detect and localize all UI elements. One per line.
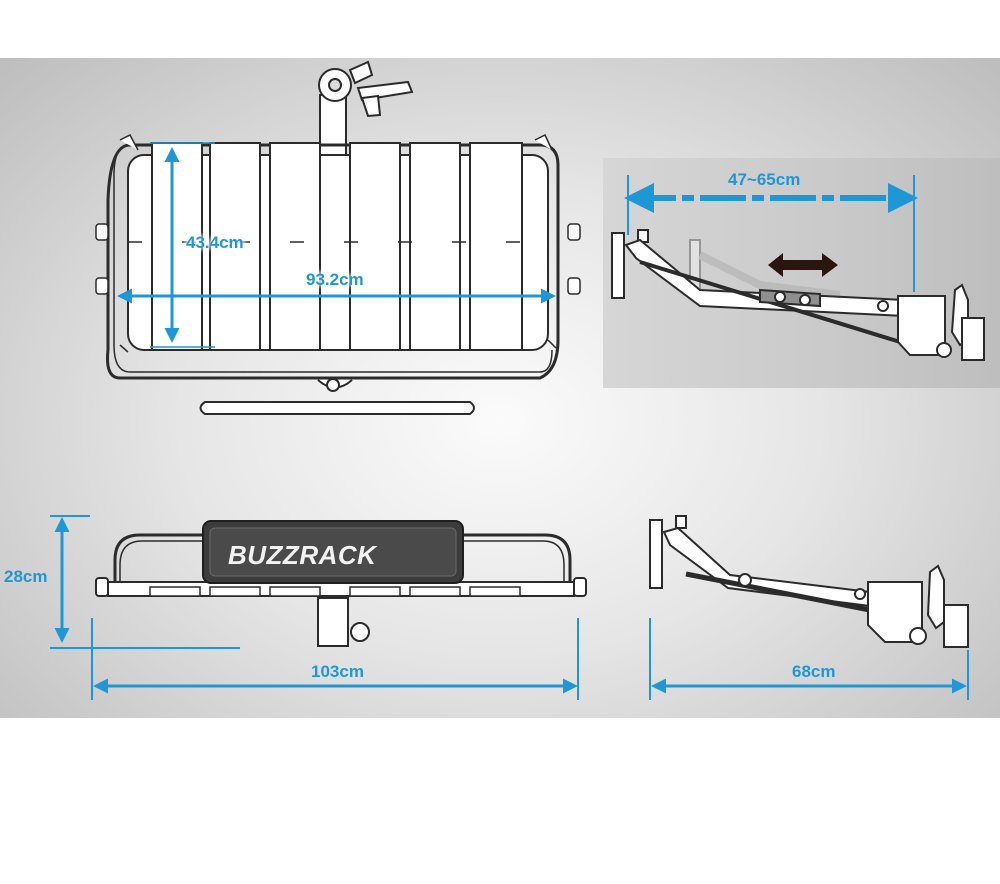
dimension-lines-side bbox=[649, 618, 969, 700]
dimension-lines-top bbox=[117, 142, 556, 348]
double-arrow-icon bbox=[768, 253, 838, 277]
dimension-lines-front bbox=[50, 515, 579, 700]
extension-range-label: 47~65cm bbox=[728, 170, 801, 189]
top-view-width-label: 93.2cm bbox=[306, 270, 364, 289]
platform-slats bbox=[151, 142, 523, 351]
dimension-line-extension bbox=[624, 175, 918, 292]
brand-logo-text: BUZZRACK bbox=[228, 540, 377, 570]
extension-view bbox=[611, 229, 985, 361]
front-view-height-label: 28cm bbox=[4, 567, 48, 586]
top-view-depth-label: 43.4cm bbox=[186, 233, 244, 252]
top-view bbox=[95, 60, 581, 415]
front-bolt-holes bbox=[149, 586, 521, 597]
side-knobs bbox=[95, 133, 581, 353]
front-view bbox=[95, 520, 587, 647]
side-view-length-label: 68cm bbox=[792, 662, 836, 681]
front-view-width-label: 103cm bbox=[311, 662, 364, 681]
side-view bbox=[649, 515, 969, 648]
